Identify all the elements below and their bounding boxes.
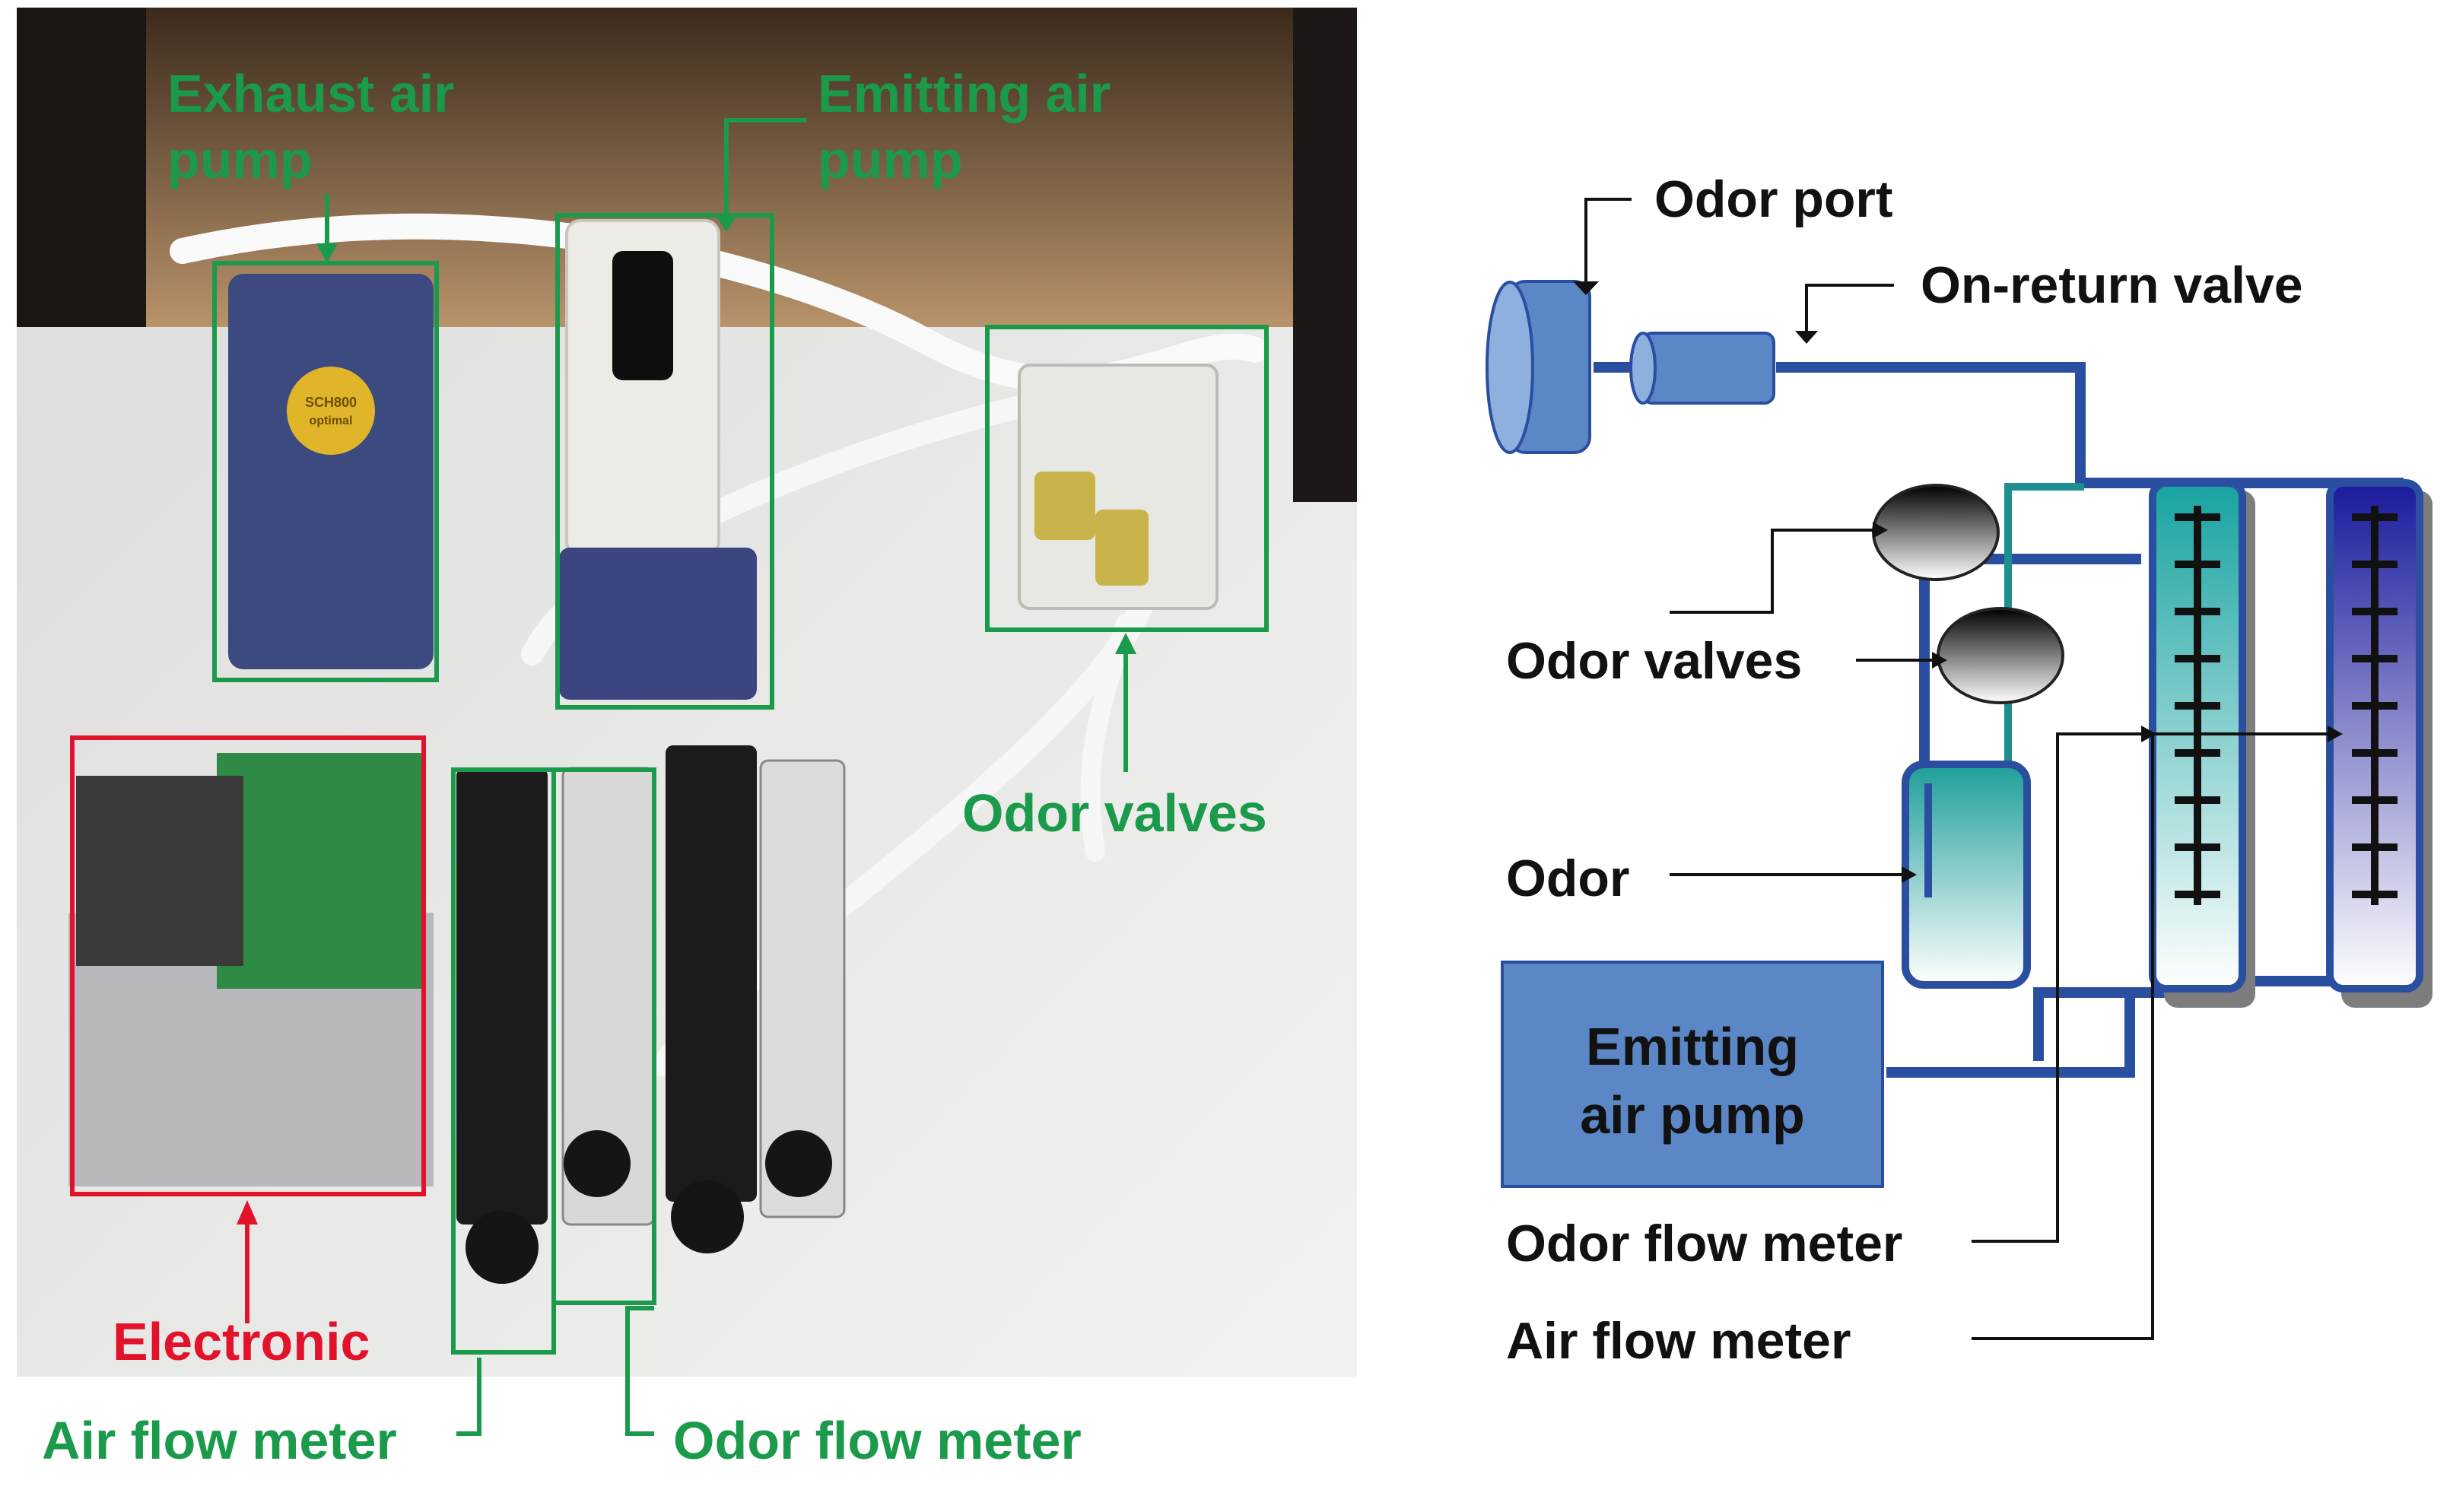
circuit-board [217,753,422,989]
odor-port [1486,280,1591,454]
label-odor-flow-meter: Odor flow meter [673,1411,1082,1470]
odor-meter-ticks [2175,506,2220,905]
pump-sticker-text: optimal [310,415,353,427]
label-odor-port: Odor port [1654,170,1893,228]
air-meter-ticks [2352,506,2398,905]
odor-valve-icon [1937,607,2064,704]
pump-sticker [287,367,375,455]
valve-coil [1034,472,1095,540]
flow-meter-knob [765,1130,832,1197]
pump-sticker-text: SCH800 [305,395,357,410]
arrow-head [237,1200,258,1225]
flow-meter-device [666,745,757,1202]
arrow-head [1902,866,1917,883]
valve-coil [1095,510,1149,586]
label-odor-flow-meter: Odor flow meter [1506,1215,1902,1272]
flow-meter-knob [671,1180,744,1253]
arrow-head [2328,726,2343,742]
shelf-leg [1293,8,1357,502]
photo-leaders [245,118,1128,1436]
label-exhaust-air-pump: Exhaust air [167,64,454,123]
label-odor-valves: Odor valves [962,783,1267,843]
arrow-head [1873,522,1888,538]
air-flow-meter-device [456,768,548,1225]
schematic-leaders [1584,198,2328,1340]
schematic-panel: Emitting air pump Odor port On-return va… [1486,170,2433,1370]
flow-meter-knob [466,1211,539,1284]
odor-container [1902,761,2031,989]
label-air-flow-meter: Air flow meter [42,1411,397,1470]
arrow-head [716,215,737,232]
dark-edge [17,8,146,327]
arrow-head [1115,633,1136,654]
label-air-flow-meter: Air flow meter [1506,1312,1851,1370]
label-exhaust-air-pump: pump [167,130,313,189]
white-tubing [170,213,1268,393]
electronic-box [70,735,426,1196]
arrow-head [1795,331,1818,344]
arrow-head [316,243,338,263]
arrow-head [1573,281,1599,295]
emitting-pump-box [555,213,774,710]
label-electronic: Electronic [113,1312,370,1371]
on-return-valve [1629,332,1775,405]
arrow-head [2141,726,2156,742]
odor-valve-icon [1872,484,2000,581]
exhaust-pump-device [228,274,434,669]
arrow-head [1932,652,1947,669]
odor-valves-box [985,325,1269,632]
photo-panel: SCH800 optimal [17,8,1357,1470]
label-emitting-air-pump-line2: air pump [1580,1085,1805,1145]
flow-meter-knob [564,1130,631,1197]
label-odor-valves: Odor valves [1506,632,1802,690]
exhaust-pump-box [212,261,439,682]
label-on-return-valve: On-return valve [1921,256,2303,314]
label-emitting-air-pump-line1: Emitting [1586,1017,1799,1076]
label-emitting-air-pump: Emitting air [818,64,1111,123]
sensor-board [76,776,243,966]
power-plug [612,251,673,380]
label-emitting-air-pump: pump [818,130,963,189]
valve-device [1018,364,1219,610]
odor-flow-meter-box [551,767,656,1305]
emitting-pump-device [559,548,757,700]
emitting-air-pump-block [1501,961,1884,1188]
label-odor: Odor [1506,850,1629,907]
flow-meter-device [759,759,846,1218]
